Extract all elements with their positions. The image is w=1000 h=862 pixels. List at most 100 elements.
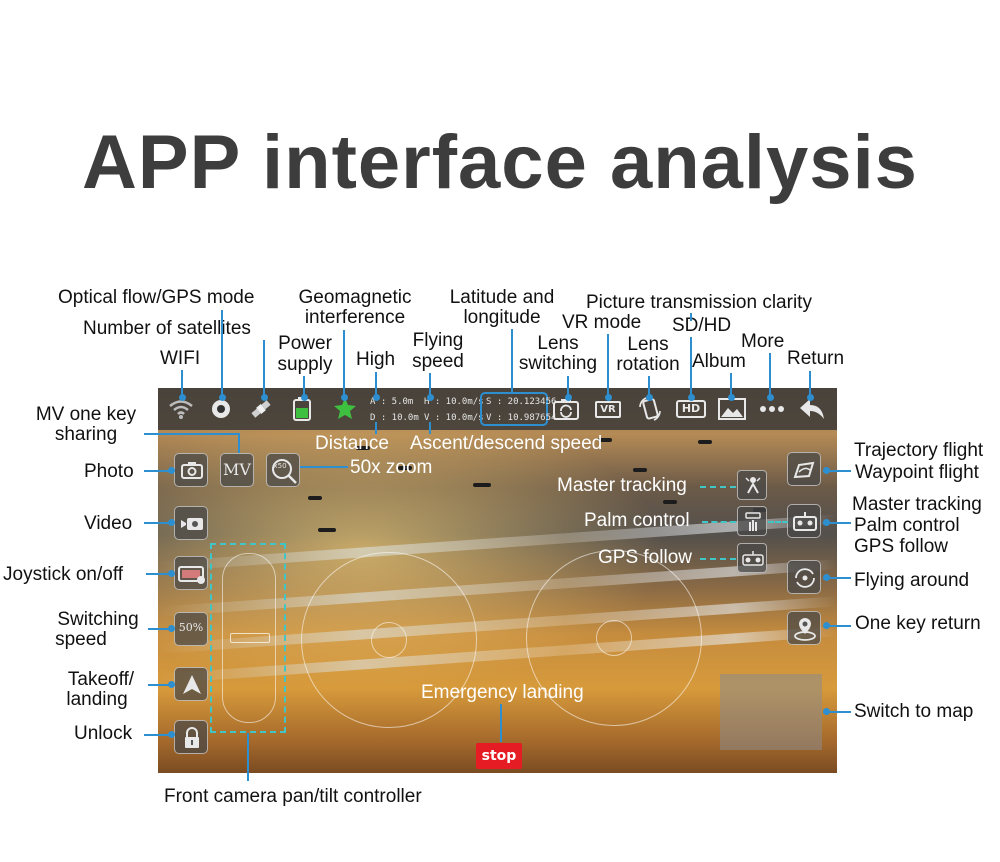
leader-line [144, 522, 172, 524]
page-title: APP interface analysis [82, 120, 918, 205]
leader-dot [767, 394, 774, 401]
joystick-icon [178, 566, 205, 584]
label-satellites: Number of satellites [83, 318, 251, 339]
gps-follow-icon [742, 551, 764, 566]
leader-line [146, 573, 172, 575]
leader-dot [179, 394, 186, 401]
palm-control-option[interactable] [737, 506, 767, 536]
label-latlon-2: longitude [463, 307, 541, 328]
leader-line [823, 577, 851, 579]
label-emergency: Emergency landing [421, 682, 584, 703]
map-preview[interactable] [720, 674, 822, 750]
emergency-stop-button[interactable]: stop [476, 743, 522, 769]
dashed-connector [702, 521, 736, 523]
leader-line [247, 733, 249, 781]
label-lens-switch-1: Lens [537, 333, 579, 354]
label-picture-clarity: Picture transmission clarity [586, 292, 812, 313]
flying-around-button[interactable] [787, 560, 821, 594]
zoom-button[interactable]: x50 [266, 453, 300, 487]
hd-icon[interactable]: HD [676, 400, 706, 418]
gps-follow-option[interactable] [737, 543, 767, 573]
label-optical-flow: Optical flow/GPS mode [58, 287, 255, 308]
leader-line [511, 329, 513, 392]
photo-button[interactable] [174, 453, 208, 487]
label-switch-map: Switch to map [854, 701, 974, 722]
boat [633, 468, 647, 472]
boat [598, 438, 612, 442]
leader-line [303, 376, 305, 398]
mv-share-button[interactable]: MV [220, 453, 254, 487]
master-tracking-icon [745, 477, 761, 494]
gps-mode-icon[interactable] [210, 398, 232, 420]
label-vr-mode: VR mode [562, 312, 642, 333]
leader-dot [427, 394, 434, 401]
horizontal-speed-readout: H : 10.0m/s [424, 397, 484, 407]
left-joystick[interactable] [301, 552, 477, 728]
return-icon[interactable] [798, 396, 826, 422]
leader-dot [728, 394, 735, 401]
leader-dot [605, 394, 612, 401]
master-tracking-option[interactable] [737, 470, 767, 500]
label-power-1: Power [278, 333, 332, 354]
unlock-button[interactable] [174, 720, 208, 754]
latitude-readout: S : 20.123456 [486, 397, 557, 407]
album-icon[interactable] [718, 398, 746, 420]
label-lens-switch-2: switching [518, 353, 598, 374]
leader-dot [168, 681, 175, 688]
longitude-readout: V : 10.987654 [486, 413, 557, 423]
leader-line [238, 433, 240, 453]
leader-dot [168, 519, 175, 526]
label-ascent: Ascent/descend speed [410, 433, 603, 454]
right-joystick-knob[interactable] [596, 620, 632, 656]
video-button[interactable] [174, 506, 208, 540]
label-right-palm-control: Palm control [854, 515, 960, 536]
lens-switch-icon[interactable] [552, 397, 580, 421]
trajectory-icon [793, 461, 815, 479]
gimbal-slider-handle[interactable] [230, 633, 270, 643]
takeoff-icon [183, 675, 201, 694]
leader-line [607, 334, 609, 398]
label-right-gps-follow: GPS follow [854, 536, 948, 557]
right-joystick[interactable] [526, 550, 702, 726]
leader-line [375, 372, 377, 396]
latlon-highlight [480, 392, 548, 426]
dashed-connector [700, 558, 736, 560]
leader-dot [301, 394, 308, 401]
gimbal-slider-track[interactable] [222, 553, 276, 723]
joystick-toggle-button[interactable] [174, 556, 208, 590]
left-joystick-knob[interactable] [371, 622, 407, 658]
vr-icon[interactable]: VR [595, 401, 621, 418]
label-high: High [356, 349, 396, 370]
trajectory-flight-button[interactable] [787, 452, 821, 486]
one-key-return-button[interactable] [787, 611, 821, 645]
label-mv-2: sharing [54, 424, 118, 445]
smart-follow-button[interactable] [787, 504, 821, 538]
leader-dot [823, 622, 830, 629]
speed-switch-button[interactable]: 50% [174, 612, 208, 646]
label-one-key-return: One key return [855, 613, 981, 634]
label-unlock: Unlock [74, 723, 133, 744]
home-icon [794, 618, 816, 641]
label-video: Video [84, 513, 133, 534]
leader-line [823, 470, 851, 472]
label-geomag-2: interference [304, 307, 406, 328]
label-flying-around: Flying around [854, 570, 970, 591]
leader-line [144, 734, 172, 736]
label-mv-1: MV one key [35, 404, 137, 425]
leader-dot [168, 731, 175, 738]
zoom-icon [272, 459, 297, 484]
geomagnetic-icon [334, 398, 356, 419]
takeoff-landing-button[interactable] [174, 667, 208, 701]
label-flying-2: speed [412, 351, 464, 372]
leader-line [221, 310, 223, 398]
leader-line [148, 628, 172, 630]
leader-line [429, 373, 431, 396]
leader-line [144, 470, 172, 472]
dashed-connector [768, 521, 788, 523]
more-icon[interactable] [759, 405, 785, 413]
altitude-readout: A : 5.0m [370, 397, 414, 407]
camera-icon [181, 462, 203, 479]
boat [398, 466, 412, 470]
label-switching-1: Switching [57, 609, 139, 630]
boat [473, 483, 491, 487]
